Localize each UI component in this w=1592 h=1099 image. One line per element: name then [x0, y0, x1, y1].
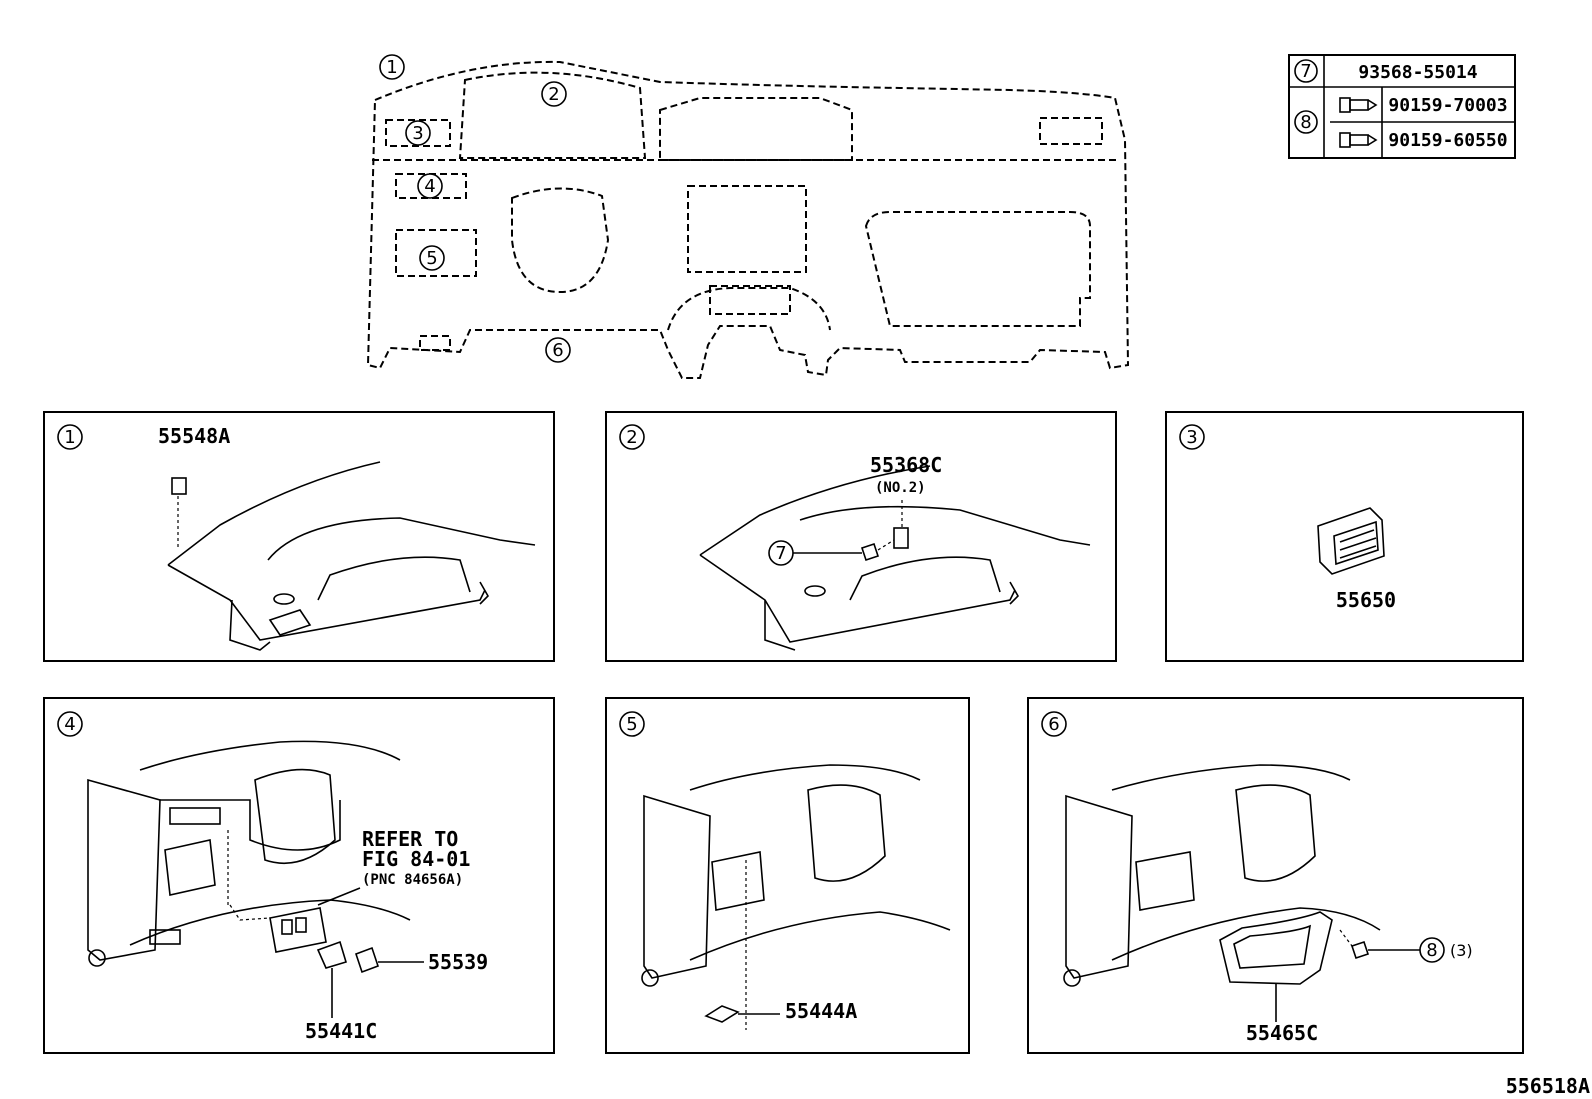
svg-text:4: 4 [64, 714, 75, 735]
overview-instrument-panel [366, 60, 1130, 379]
svg-text:3: 3 [412, 123, 423, 144]
svg-text:55368C: 55368C [870, 453, 942, 477]
detail-panel-2: 2 55368C (NO.2) 7 [605, 411, 1117, 662]
detail-panel-1: 1 55548A [43, 411, 555, 662]
svg-text:7: 7 [1300, 61, 1311, 82]
overview-callout-1: 1 [379, 54, 405, 80]
svg-text:90159-60550: 90159-60550 [1388, 130, 1507, 151]
switch-part-icon [227, 830, 361, 953]
svg-text:1: 1 [386, 57, 397, 78]
svg-text:3: 3 [1186, 427, 1197, 448]
overview-callout-5: 5 [419, 245, 445, 271]
bracket-part-icon [316, 940, 347, 1018]
svg-text:6: 6 [552, 340, 563, 361]
table-row-8: 8 90159-70003 [1294, 95, 1508, 134]
cover-part-icon [354, 946, 424, 974]
svg-text:55539: 55539 [428, 950, 488, 974]
svg-text:5: 5 [626, 714, 637, 735]
dashboard-sketch [641, 764, 951, 1030]
svg-text:FIG 84-01: FIG 84-01 [362, 847, 470, 871]
svg-text:55465C: 55465C [1246, 1021, 1318, 1045]
dashboard-sketch [1063, 764, 1381, 987]
dashboard-sketch [87, 740, 411, 967]
svg-text:8: 8 [1300, 112, 1311, 133]
dashboard-sketch [699, 465, 1091, 651]
screw-icon [860, 539, 895, 562]
svg-text:55650: 55650 [1336, 588, 1396, 612]
table-row-7: 7 93568-55014 [1294, 59, 1478, 83]
detail-panel-4: 4 REFER TO FIG 84-01 (PNC 84656A) 55539 … [43, 697, 555, 1054]
vent-part-icon [1317, 507, 1385, 575]
svg-text:55444A: 55444A [785, 999, 857, 1023]
clip-part-icon [171, 477, 187, 548]
dashboard-sketch [167, 461, 536, 651]
svg-text:(3): (3) [1450, 941, 1473, 960]
svg-text:6: 6 [1048, 714, 1059, 735]
cover-part-icon [1219, 911, 1333, 1022]
svg-text:2: 2 [548, 84, 559, 105]
overview-callout-6: 6 [545, 337, 571, 363]
svg-text:90159-70003: 90159-70003 [1388, 95, 1507, 116]
svg-text:7: 7 [775, 543, 786, 564]
parts-table: 7 93568-55014 8 90159-70003 90159-60550 [1288, 54, 1516, 159]
svg-text:(NO.2): (NO.2) [875, 480, 926, 496]
svg-text:55441C: 55441C [305, 1019, 377, 1043]
detail-panel-5: 5 55444A [605, 697, 970, 1054]
svg-text:1: 1 [64, 427, 75, 448]
svg-text:93568-55014: 93568-55014 [1358, 62, 1477, 83]
clip-part-icon [704, 1005, 780, 1023]
svg-text:(PNC 84656A): (PNC 84656A) [362, 872, 463, 888]
bolt-icon [1339, 97, 1378, 113]
detail-panel-6: 6 8 (3) 55465C [1027, 697, 1524, 1054]
svg-text:8: 8 [1426, 940, 1437, 961]
overview-callout-4: 4 [417, 173, 443, 199]
svg-text:REFER TO: REFER TO [362, 827, 458, 851]
table-row-8b: 90159-60550 [1339, 130, 1508, 151]
svg-text:4: 4 [424, 176, 435, 197]
svg-text:2: 2 [626, 427, 637, 448]
svg-text:5: 5 [426, 248, 437, 269]
bracket-part-icon [893, 500, 909, 549]
overview-callout-2: 2 [541, 81, 567, 107]
svg-text:55548A: 55548A [158, 424, 230, 448]
detail-panel-3: 3 55650 [1165, 411, 1524, 662]
overview-callout-3: 3 [405, 120, 431, 146]
bolt-icon [1339, 929, 1420, 960]
figure-id: 556518A [1506, 1074, 1590, 1098]
bolt-icon [1339, 132, 1378, 148]
